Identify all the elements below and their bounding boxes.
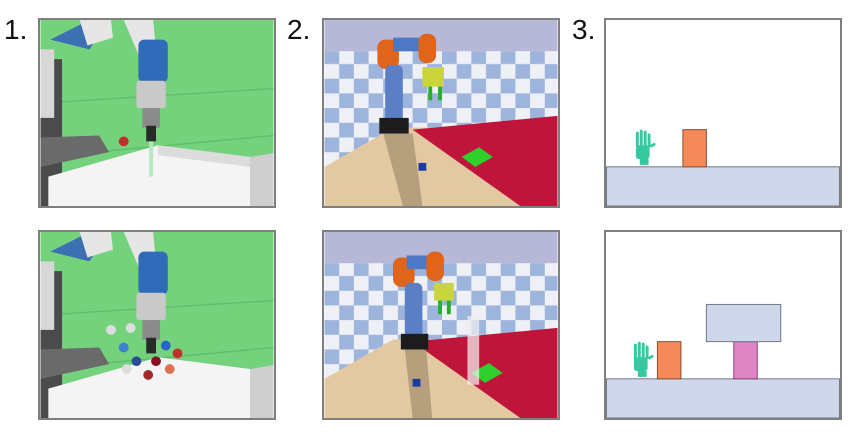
sim2-bottom-panel	[322, 230, 560, 420]
block-icon	[682, 129, 707, 168]
sim1-top-panel	[38, 18, 276, 208]
lid-block	[705, 303, 782, 343]
sim3-top-scene	[606, 20, 840, 206]
label-3: 3.	[572, 14, 596, 45]
sim1-top-scene	[40, 20, 274, 206]
sim2-top-panel	[322, 18, 560, 208]
sim1-bottom-scene	[40, 232, 274, 418]
sim2-top-scene	[324, 20, 558, 206]
hand-icon	[635, 129, 656, 165]
label-1: 1.	[4, 14, 28, 45]
hand-icon	[633, 341, 654, 377]
sim1-bottom-panel	[38, 230, 276, 420]
sim3-top-panel	[604, 18, 842, 208]
sim2-bottom-scene	[324, 232, 558, 418]
sim3-bottom-scene	[606, 232, 840, 418]
label-2: 2.	[287, 14, 311, 45]
pink-block	[733, 341, 758, 380]
block-icon	[656, 341, 682, 380]
sim3-bottom-panel	[604, 230, 842, 420]
